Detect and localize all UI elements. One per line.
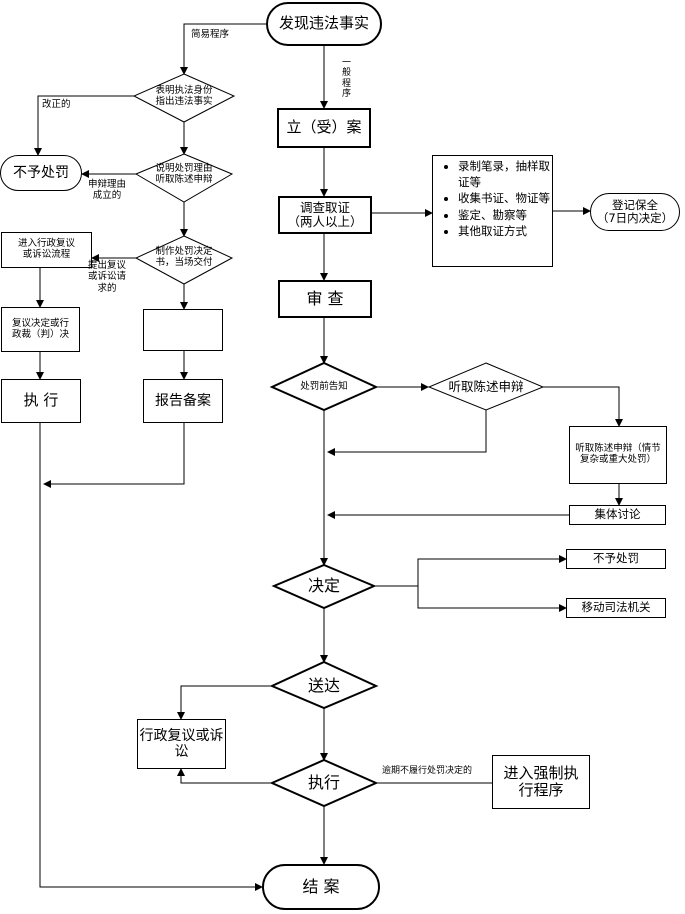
node-serve: 送达 — [307, 675, 340, 695]
node-transfer-judicial: 移动司法机关 — [581, 600, 651, 615]
node-decide: 决定 — [307, 575, 340, 595]
evidence-method-item: 其他取证方式 — [458, 224, 551, 240]
node-pre-notice: 处罚前告知 — [300, 380, 348, 392]
node-evidence-methods-shape — [432, 155, 553, 267]
node-collective: 集体讨论 — [594, 507, 641, 522]
diamond-pre-notice — [269, 361, 379, 412]
edge-label-overdue: 逾期不履行处罚决定的 — [382, 766, 473, 776]
node-register-preserve: 登记保全 （7日内决定） — [596, 197, 674, 225]
node-close-case-shape — [262, 864, 380, 910]
edge-execute-review — [177, 768, 272, 784]
evidence-method-item: 录制笔录，抽样取证等 — [458, 159, 551, 190]
node-report-file: 报告备案 — [155, 392, 211, 409]
edge-hear-complex — [543, 386, 623, 427]
node-blank-box — [143, 309, 223, 351]
node-file-case-shape — [277, 108, 371, 148]
edge-hear-back — [327, 410, 487, 456]
node-close-case: 结 案 — [302, 876, 340, 896]
node-discover-shape — [266, 2, 382, 46]
node-execute-main: 执行 — [307, 772, 340, 792]
node-no-penalty-right-shape — [566, 549, 666, 569]
node-review: 审 查 — [306, 288, 344, 308]
node-review-decision-shape — [1, 307, 80, 352]
diamond-decide — [271, 563, 377, 610]
node-no-penalty-right: 不予处罚 — [593, 551, 639, 566]
node-execute-left: 执 行 — [23, 391, 59, 410]
edge-label-defense-valid: 申辩理由 成立的 — [88, 179, 127, 202]
node-enter-review-shape — [1, 232, 92, 268]
edge-discover-simple — [180, 23, 266, 75]
node-execute-left-shape — [1, 379, 81, 423]
node-no-penalty-left: 不予处罚 — [13, 164, 69, 181]
node-review-shape — [278, 280, 372, 318]
node-explain-reason: 说明处罚理由 听取陈述申辩 — [155, 163, 213, 185]
diamond-execute — [269, 758, 379, 808]
node-admin-review-litigation: 行政复议或诉讼 — [139, 727, 224, 760]
diamond-show-id — [132, 73, 236, 123]
edge-label-simple: 简易程序 — [191, 29, 230, 40]
node-enforce-shape — [492, 755, 590, 809]
diamond-decision — [134, 235, 234, 285]
node-blank-box-label — [143, 309, 223, 351]
node-report-file-shape — [143, 379, 223, 423]
edge-serve-review — [177, 685, 272, 720]
edge-label-file-appeal: 提出复议 或诉讼请 求的 — [88, 260, 127, 294]
node-discover: 发现违法事实 — [278, 14, 369, 33]
node-enforce: 进入强制执行程序 — [503, 763, 579, 799]
edge-report-spine — [43, 423, 185, 488]
node-hearing-complex-shape — [569, 426, 667, 484]
node-hear-statement: 听取陈述申辩 — [448, 378, 524, 394]
node-hearing-complex: 听取陈述申辩（情节复杂或重大处罚） — [575, 443, 661, 465]
evidence-method-list: 录制笔录，抽样取证等 收集书证、物证等 鉴定、勘察等 其他取证方式 — [438, 158, 551, 241]
node-transfer-judicial-shape — [566, 598, 666, 618]
node-admin-review-shape — [137, 719, 226, 769]
node-enter-review: 进入行政复议 或诉讼流程 — [17, 238, 75, 260]
node-investigate: 调查取证 （两人以上） — [287, 199, 363, 229]
node-investigate-shape — [278, 196, 372, 234]
node-collective-shape — [569, 505, 666, 525]
edge-decide-nopenalty — [374, 555, 567, 587]
edge-decide-transfer — [417, 586, 567, 612]
diamond-hear — [427, 362, 545, 411]
node-register-preserve-shape — [590, 193, 680, 231]
node-make-decision: 制作处罚决定 书，当场交付 — [155, 246, 213, 268]
evidence-method-item: 鉴定、勘察等 — [458, 208, 551, 224]
edge-left-close — [39, 423, 263, 891]
diamond-explain — [134, 153, 234, 203]
node-no-penalty-left-shape — [0, 155, 82, 191]
edge-label-corrected: 改正的 — [42, 99, 71, 110]
evidence-method-item: 收集书证、物证等 — [458, 191, 551, 207]
diamond-serve — [269, 660, 379, 710]
node-file-case: 立（受）案 — [286, 118, 362, 137]
edge-showid-nopenalty — [34, 95, 134, 156]
node-show-id: 表明执法身份 指出违法事实 — [155, 85, 213, 107]
edge-label-general: 一 般 程 序 — [342, 58, 352, 100]
node-review-decision: 复议决定或行 政裁（判）决 — [11, 317, 69, 340]
